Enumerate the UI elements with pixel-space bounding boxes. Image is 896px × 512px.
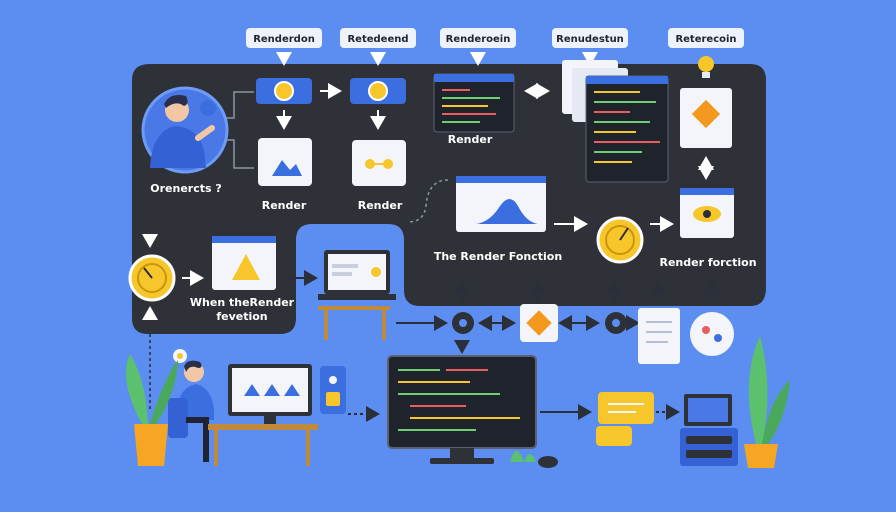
clock-icon [596,216,644,264]
triangle-icon [232,254,260,280]
code-monitor [387,355,537,464]
top-label-3: Renderoein [446,34,511,45]
clock-gauge-left [128,254,176,302]
chat-bubble-icon [596,392,654,446]
when-render-line2: fevetion [216,310,267,323]
render-card-b [352,140,406,186]
top-label-2: Retedeend [347,34,408,45]
top-label-1: Renderdon [253,34,315,45]
chart-icon [476,199,538,224]
render-label-a: Render [262,199,307,212]
server-station [680,394,738,466]
plant-right [744,336,790,468]
settings-badge-icon [690,312,734,356]
render-function-right: Render forction [659,256,756,269]
toggle-node-1 [256,78,312,104]
gear-icon [452,312,474,334]
top-label-tags: Renderdon Retedeend Renderoein Renudestu… [246,28,744,48]
top-label-4: Renudestun [556,34,624,45]
lightbulb-icon [698,56,714,78]
code-window-right [585,75,669,183]
developer-at-desk [168,349,318,466]
diamond-node [520,304,558,342]
mountain-image-icon [272,160,302,176]
developer-avatar [141,86,229,174]
chart-window [456,176,546,232]
plant-left [126,354,178,466]
laptop-workstation [318,250,396,340]
render-label-b: Render [358,199,403,212]
when-render-line1: When theRender [190,296,295,309]
triangle-card [212,236,276,290]
render-label-c: Render [448,133,493,146]
gear-icon-2 [605,312,627,334]
render-card-a [258,138,312,186]
render-function-main: The Render Fonction [434,250,562,263]
phone-device [320,366,346,414]
eye-card [680,188,734,238]
avatar-caption: Orenercts ? [150,182,222,195]
top-label-5: Reterecoin [675,34,736,45]
document-icon [638,308,680,364]
toggle-node-2 [350,78,406,104]
diamond-card [680,88,732,148]
code-window-top [433,73,515,133]
